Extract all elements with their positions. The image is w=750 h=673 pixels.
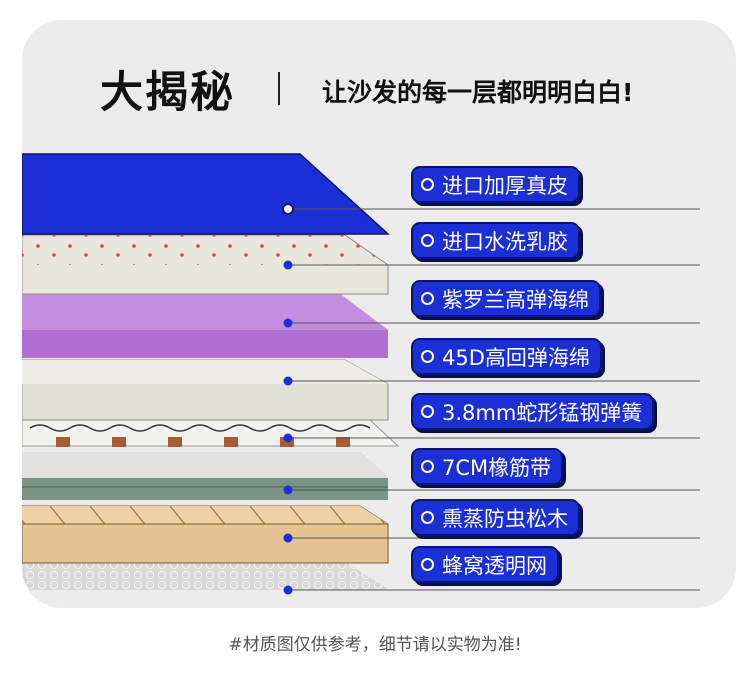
marker-dot (282, 203, 294, 215)
label-latex: 进口水洗乳胶 (411, 222, 580, 259)
label-springs: 3.8mm蛇形锰钢弹簧 (411, 393, 655, 430)
marker-dot (283, 485, 293, 495)
marker-dot (283, 533, 293, 543)
circle-icon (421, 234, 434, 247)
page-subtitle: 让沙发的每一层都明明白白! (322, 78, 634, 107)
label-honeycomb: 蜂窝透明网 (411, 546, 559, 583)
marker-dot (283, 376, 293, 386)
circle-icon (421, 511, 434, 524)
label-leather: 进口加厚真皮 (411, 166, 580, 203)
circle-icon (421, 350, 434, 363)
label-45d-foam: 45D高回弹海绵 (411, 338, 602, 375)
marker-dot (283, 585, 293, 595)
circle-icon (421, 460, 434, 473)
label-violet-foam: 紫罗兰高弹海绵 (411, 280, 601, 317)
page-title: 大揭秘 (100, 68, 235, 118)
circle-icon (421, 405, 434, 418)
circle-icon (421, 178, 434, 191)
layer-leather (22, 153, 390, 235)
circle-icon (421, 292, 434, 305)
marker-dot (283, 433, 293, 443)
marker-dot (283, 318, 293, 328)
label-pine-wood: 熏蒸防虫松木 (411, 499, 580, 536)
label-webbing: 7CM橡筋带 (411, 448, 564, 485)
circle-icon (421, 558, 434, 571)
disclaimer-note: #材质图仅供参考，细节请以实物为准! (228, 635, 522, 655)
title-divider (278, 72, 280, 105)
marker-dot (283, 260, 293, 270)
